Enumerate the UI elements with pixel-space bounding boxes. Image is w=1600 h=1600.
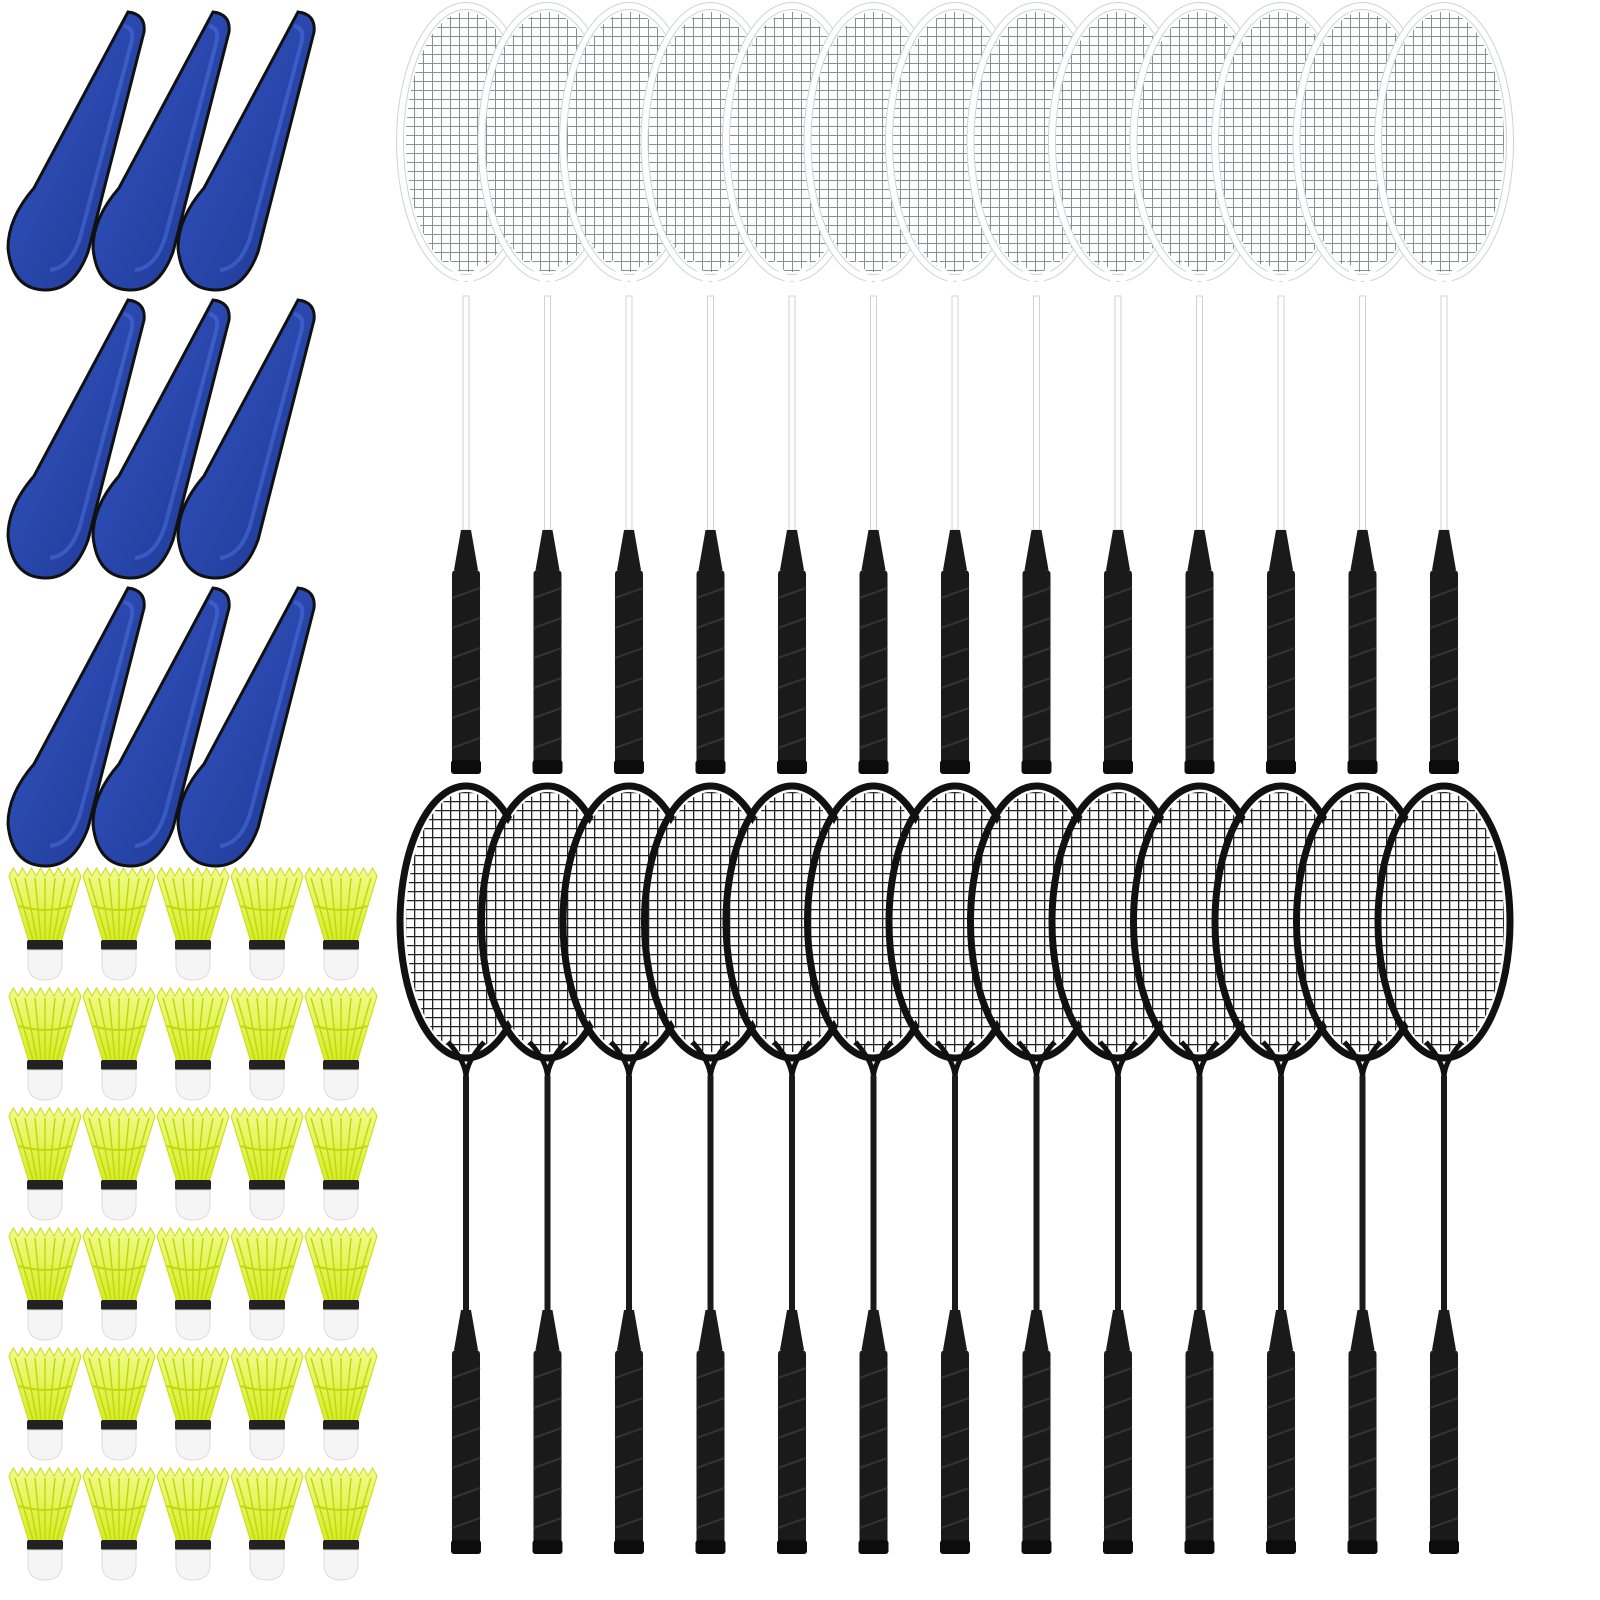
shuttlecock-icon [8, 1466, 82, 1581]
shuttlecock-icon [82, 1466, 156, 1581]
shuttlecock-icon [8, 866, 82, 981]
shuttlecock-icon [82, 1346, 156, 1461]
shuttlecock-icon [230, 1106, 304, 1221]
shuttlecock-icon [82, 1106, 156, 1221]
racket-cover-icon [91, 298, 231, 580]
shuttlecock-icon [156, 986, 230, 1101]
shuttlecock-icon [156, 1106, 230, 1221]
shuttlecock-icon [82, 866, 156, 981]
shuttlecock-icon [304, 1346, 378, 1461]
shuttlecock-icon [82, 986, 156, 1101]
badminton-racket-icon [1374, 2, 1514, 774]
shuttlecock-icon [230, 986, 304, 1101]
shuttlecock-icon [156, 1466, 230, 1581]
shuttlecock-icon [304, 866, 378, 981]
shuttlecock-icon [156, 1226, 230, 1341]
shuttlecock-icon [304, 1466, 378, 1581]
black-rackets-group [396, 782, 1514, 1554]
racket-cover-icon [6, 586, 146, 868]
shuttlecock-icon [156, 1346, 230, 1461]
racket-covers-group [6, 10, 316, 868]
white-rackets-group [396, 2, 1514, 774]
shuttlecock-icon [8, 1106, 82, 1221]
racket-cover-icon [176, 10, 316, 292]
racket-cover-icon [176, 298, 316, 580]
shuttlecock-icon [304, 1106, 378, 1221]
shuttlecock-icon [156, 866, 230, 981]
racket-cover-icon [6, 298, 146, 580]
shuttlecock-icon [230, 1466, 304, 1581]
shuttlecock-icon [230, 866, 304, 981]
racket-cover-icon [6, 10, 146, 292]
shuttlecock-icon [304, 986, 378, 1101]
shuttlecock-icon [8, 986, 82, 1101]
shuttlecock-icon [8, 1226, 82, 1341]
racket-cover-icon [91, 10, 231, 292]
shuttlecock-icon [8, 1346, 82, 1461]
shuttlecock-icon [304, 1226, 378, 1341]
racket-cover-icon [176, 586, 316, 868]
shuttlecock-icon [82, 1226, 156, 1341]
shuttlecocks-group [8, 866, 378, 1581]
racket-cover-icon [91, 586, 231, 868]
shuttlecock-icon [230, 1226, 304, 1341]
badminton-racket-icon [1374, 782, 1514, 1554]
shuttlecock-icon [230, 1346, 304, 1461]
